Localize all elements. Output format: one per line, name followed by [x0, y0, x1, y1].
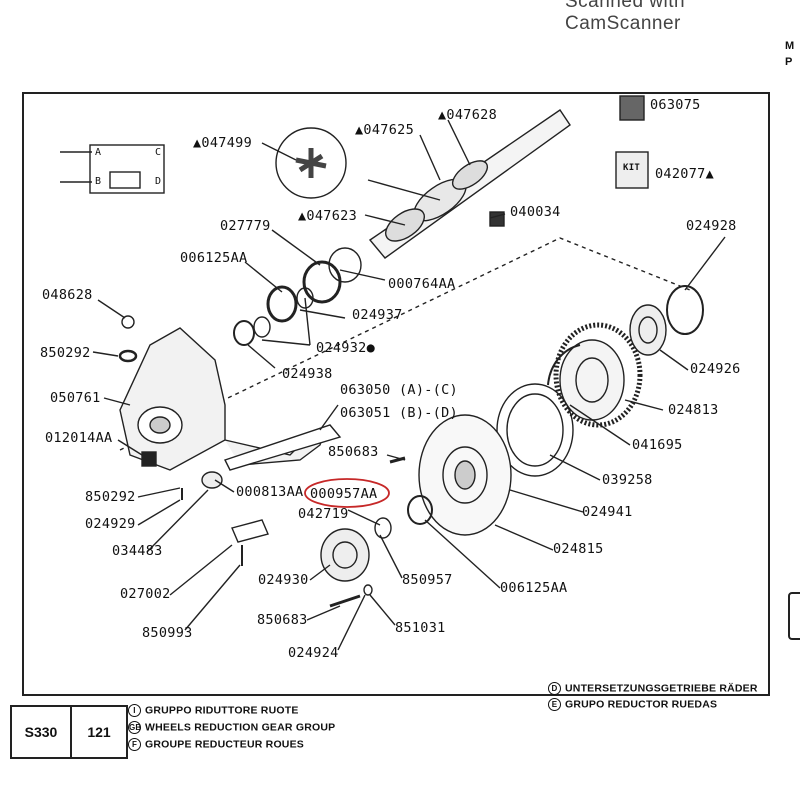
lang-mark-i: I	[128, 704, 141, 717]
part-label-024928: 024928	[686, 218, 737, 234]
switch-label-b: B	[95, 176, 102, 187]
hub-024941-icon	[418, 414, 512, 536]
part-label-041695: 041695	[632, 437, 683, 453]
scan-watermark-text: Scanned with CamScanner	[565, 0, 686, 34]
page-tab	[788, 592, 800, 640]
part-label-006125aa-bottom: 006125AA	[500, 580, 568, 596]
part-label-047625: ▲047625	[355, 122, 414, 138]
part-label-042077: 042077▲	[655, 166, 714, 182]
part-label-024941: 024941	[582, 504, 633, 520]
part-label-006125aa-top: 006125AA	[180, 250, 248, 266]
part-label-039258: 039258	[602, 472, 653, 488]
part-label-063050: 063050 (A)-(C)	[340, 382, 458, 398]
part-label-850957: 850957	[402, 572, 453, 588]
part-label-024930: 024930	[258, 572, 309, 588]
part-label-000957aa-highlighted: 000957AA	[310, 486, 378, 502]
part-label-047499: ▲047499	[193, 135, 252, 151]
lang-mark-e: E	[548, 698, 561, 711]
part-label-024938: 024938	[282, 366, 333, 382]
cap-024930-icon	[320, 528, 370, 582]
bearing-024926-icon	[629, 304, 667, 356]
part-label-850683-bottom: 850683	[257, 612, 308, 628]
part-label-850292-top: 850292	[40, 345, 91, 361]
lang-mark-f: F	[128, 738, 141, 751]
part-label-048628: 048628	[42, 287, 93, 303]
part-label-024815: 024815	[553, 541, 604, 557]
lang-mark-gb: GB	[128, 721, 142, 734]
part-label-047623: ▲047623	[298, 208, 357, 224]
ring-gear-024813-icon	[553, 322, 643, 428]
part-label-000764aa: 000764AA	[388, 276, 456, 292]
ring-024928-icon	[666, 285, 704, 335]
part-label-024932: 024932●	[316, 340, 375, 356]
spider-cross-icon	[275, 127, 347, 199]
part-label-050761: 050761	[50, 390, 101, 406]
wiring-symbol-icon	[60, 144, 165, 194]
part-label-024929: 024929	[85, 516, 136, 532]
part-063075-icon	[619, 95, 645, 121]
part-label-024937: 024937	[352, 307, 403, 323]
part-label-850683-mid: 850683	[328, 444, 379, 460]
bearing-006125-icon	[407, 495, 433, 525]
part-label-851031: 851031	[395, 620, 446, 636]
part-label-042719: 042719	[298, 506, 349, 522]
diagram-frame	[22, 92, 770, 696]
part-label-040034: 040034	[510, 204, 561, 220]
lang-mark-d: D	[548, 682, 561, 695]
corner-text: M P	[785, 40, 795, 68]
part-label-024924: 024924	[288, 645, 339, 661]
page-number: 121	[87, 724, 111, 740]
part-label-850993: 850993	[142, 625, 193, 641]
kit-box-icon	[615, 151, 649, 189]
part-label-047628: ▲047628	[438, 107, 497, 123]
part-label-024926: 024926	[690, 361, 741, 377]
gear-housing-icon	[119, 327, 327, 471]
kit-label: KIT	[623, 163, 641, 173]
switch-label-a: A	[95, 147, 102, 158]
circlip-041695-icon	[547, 344, 581, 386]
switch-label-d: D	[155, 176, 162, 187]
page-code-box: S330 121	[10, 705, 128, 759]
bolt-icon	[121, 315, 135, 329]
highlight-ellipse	[304, 478, 390, 508]
part-label-027002: 027002	[120, 586, 171, 602]
part-040034-icon	[489, 211, 505, 227]
part-label-012014aa: 012014AA	[45, 430, 113, 446]
part-label-027779: 027779	[220, 218, 271, 234]
part-label-063075: 063075	[650, 97, 701, 113]
part-label-024813: 024813	[668, 402, 719, 418]
part-label-063051: 063051 (B)-(D)	[340, 405, 458, 421]
switch-label-c: C	[155, 147, 162, 158]
part-label-850292-bottom: 850292	[85, 489, 136, 505]
part-label-000813aa: 000813AA	[236, 484, 304, 500]
part-label-034483: 034483	[112, 543, 163, 559]
page-code: S330	[12, 707, 72, 757]
drum-039258-icon	[496, 383, 574, 477]
